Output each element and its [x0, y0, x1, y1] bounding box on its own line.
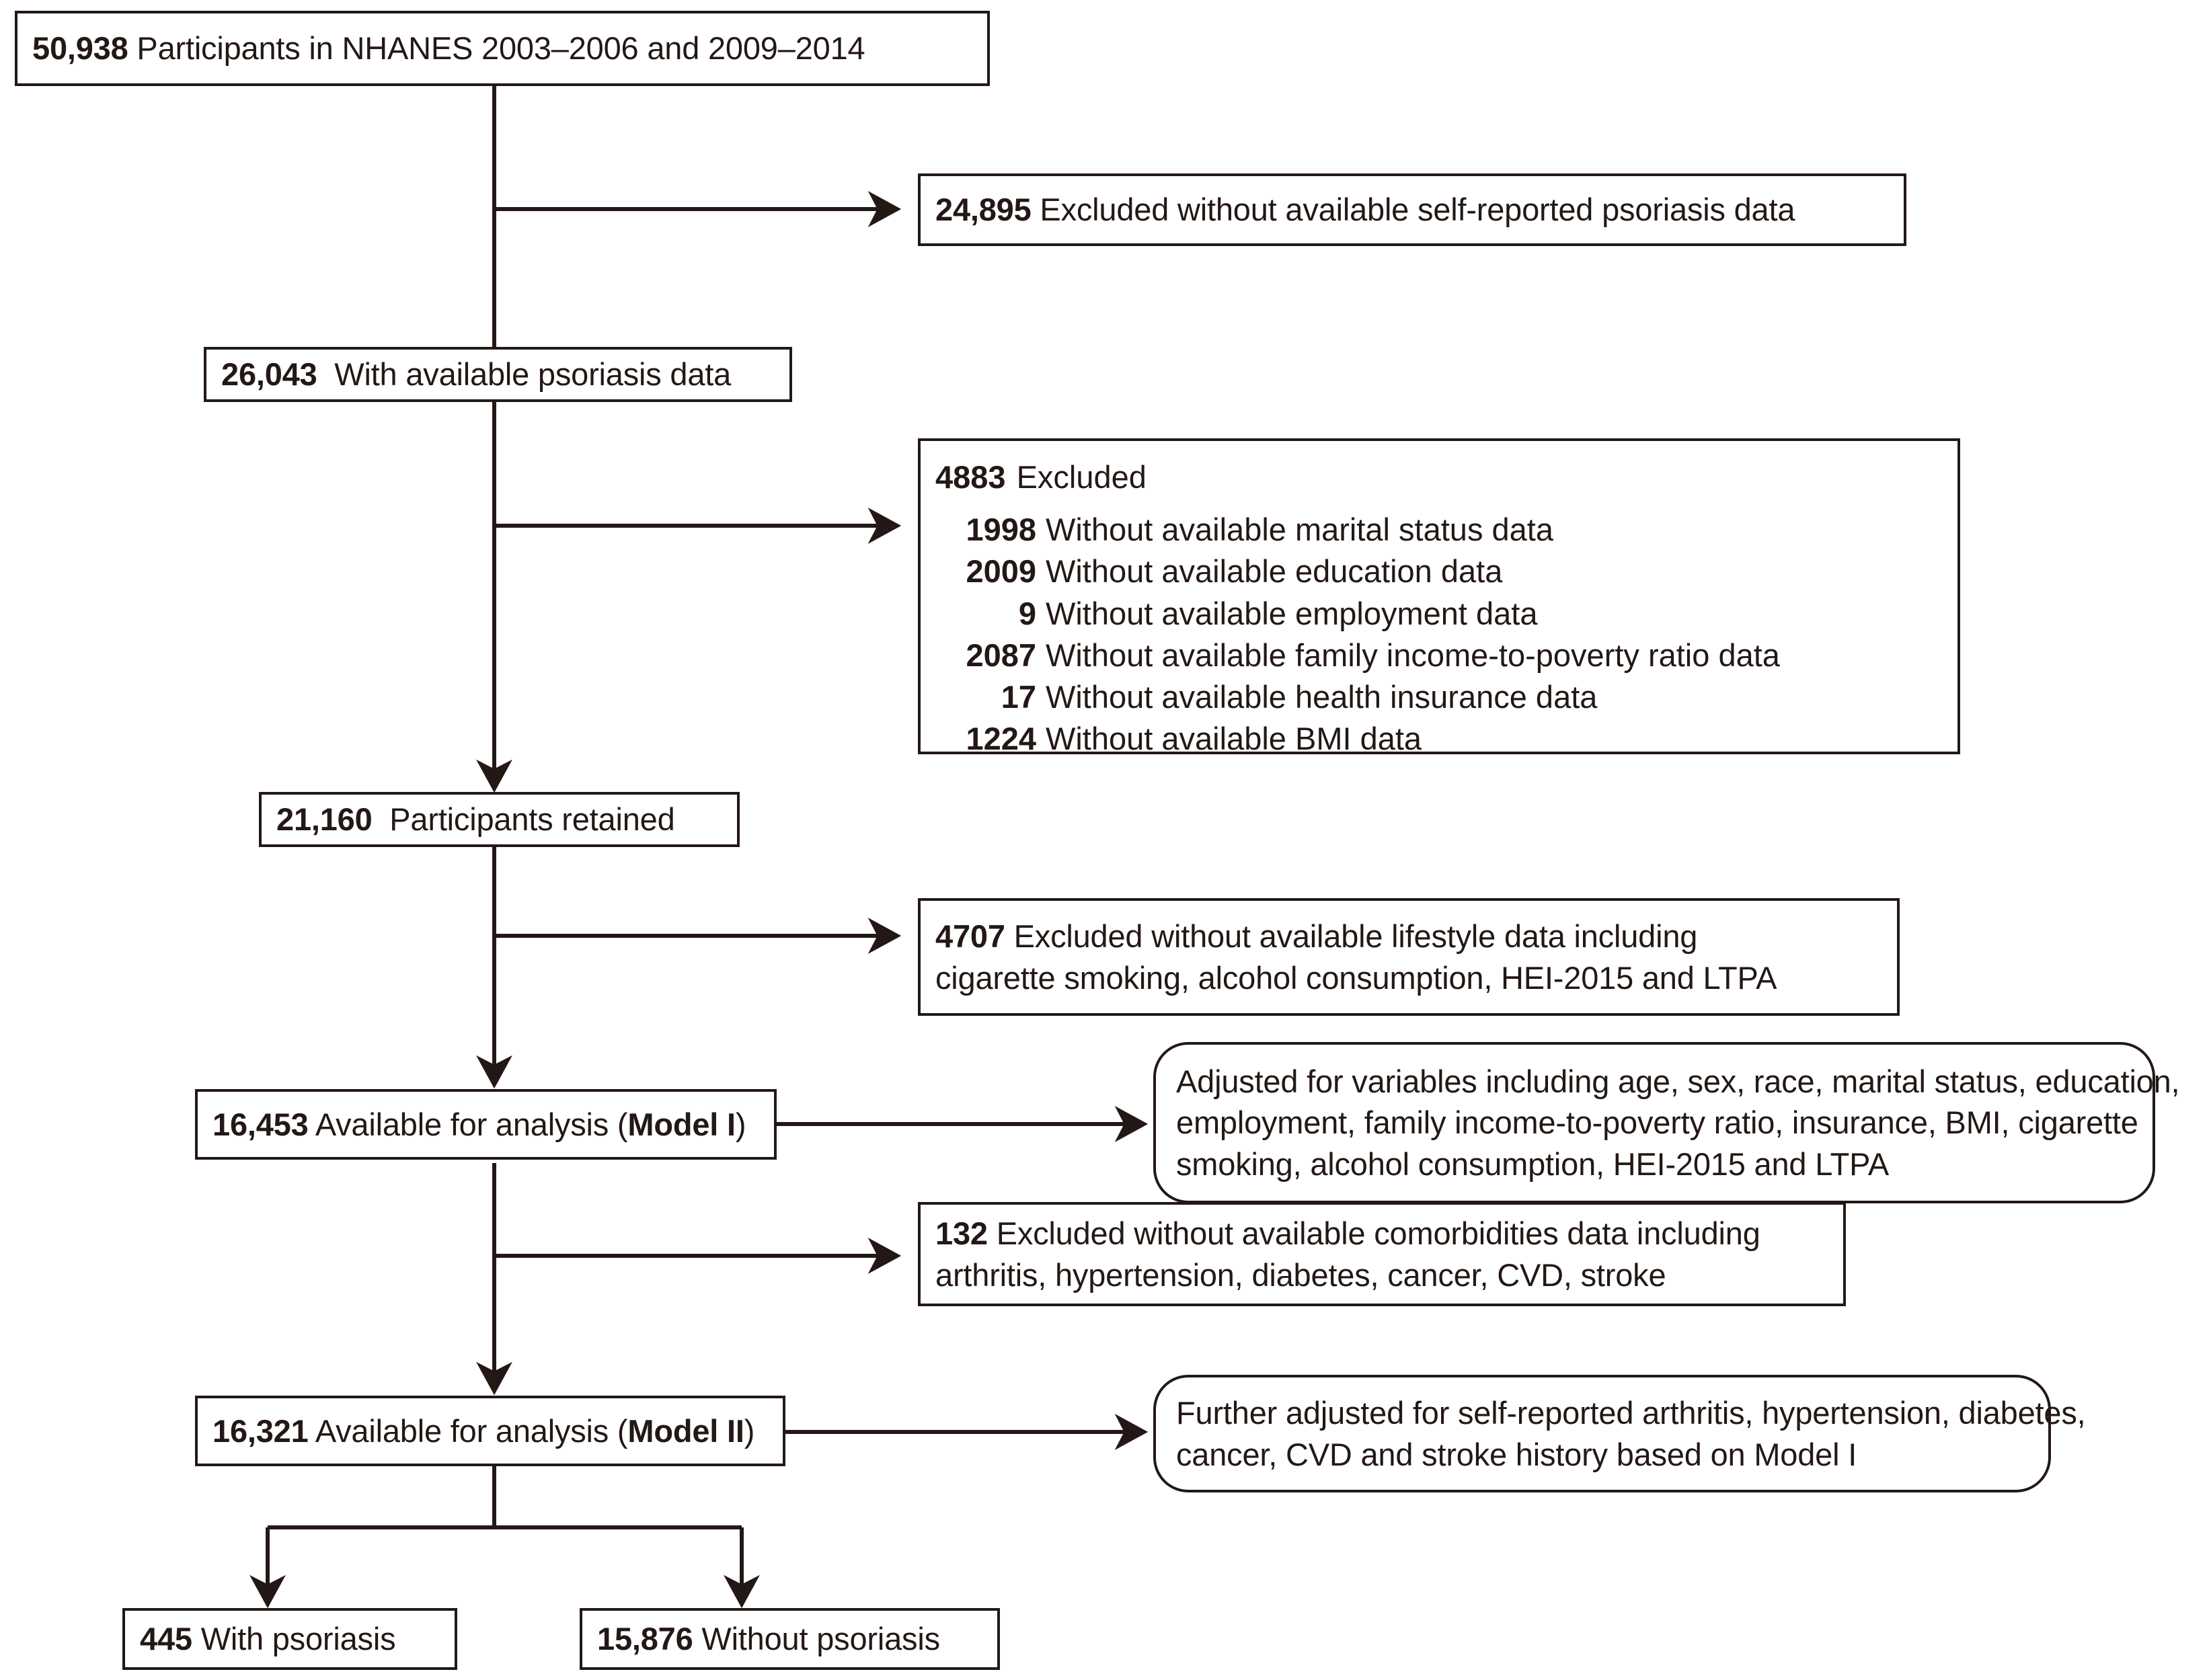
- node-total-participants-label: Participants in NHANES 2003–2006 and 200…: [137, 30, 865, 67]
- list-item-label: Without available employment data: [1046, 595, 1538, 631]
- list-item-number: 2087: [966, 637, 1036, 673]
- node-excluded-covariates-header: 4883 Excluded: [935, 458, 1943, 495]
- node-without-psoriasis-number: 15,876: [597, 1621, 693, 1657]
- node-model-2-adjustments-line1: Further adjusted for self-reported arthr…: [1176, 1395, 2086, 1431]
- node-excluded-comorbidities-line2: arthritis, hypertension, diabetes, cance…: [935, 1256, 1666, 1293]
- node-model-2: 16,321 Available for analysis (Model II): [195, 1396, 785, 1466]
- list-item-label: Without available health insurance data: [1046, 679, 1598, 715]
- list-item-label: Without available BMI data: [1046, 721, 1422, 757]
- node-excluded-lifestyle-label: Excluded without available lifestyle dat…: [1013, 918, 1698, 955]
- node-model-2-model-label: Model II: [627, 1412, 744, 1449]
- node-with-psoriasis-label: With psoriasis: [200, 1621, 396, 1657]
- node-total-participants-text: 50,938 Participants in NHANES 2003–2006 …: [32, 28, 972, 69]
- node-with-psoriasis: 445 With psoriasis: [122, 1608, 457, 1670]
- node-with-psoriasis-text: 445 With psoriasis: [140, 1618, 440, 1659]
- node-excluded-psoriasis-text: 24,895 Excluded without available self-r…: [935, 189, 1889, 230]
- node-model-2-text: 16,321 Available for analysis (Model II): [212, 1410, 768, 1451]
- node-model-1-adjustments-line3: smoking, alcohol consumption, HEI-2015 a…: [1176, 1146, 1889, 1182]
- node-with-psoriasis-data-number: 26,043: [221, 356, 317, 393]
- node-with-psoriasis-data-text: 26,043 With available psoriasis data: [221, 354, 775, 395]
- node-excluded-covariates-list: 1998 Without available marital status da…: [935, 509, 1943, 760]
- list-item: 2087 Without available family income-to-…: [935, 635, 1943, 676]
- node-model-1-label: Available for analysis (: [315, 1106, 628, 1142]
- node-participants-retained: 21,160 Participants retained: [259, 792, 740, 847]
- node-excluded-covariates-number: 4883: [935, 459, 1006, 495]
- list-item-label: Without available education data: [1046, 553, 1503, 590]
- node-model-1: 16,453 Available for analysis (Model I): [195, 1089, 777, 1160]
- node-model-1-number: 16,453: [212, 1106, 309, 1142]
- list-item: 2009 Without available education data: [935, 551, 1943, 592]
- node-excluded-comorbidities-line1: 132 Excluded without available comorbidi…: [935, 1213, 1828, 1254]
- list-item: 9 Without available employment data: [935, 593, 1943, 635]
- node-excluded-comorbidities: 132 Excluded without available comorbidi…: [918, 1202, 1846, 1306]
- node-excluded-covariates-label: Excluded: [1016, 459, 1147, 495]
- node-model-2-adjustments: Further adjusted for self-reported arthr…: [1153, 1375, 2086, 1492]
- node-with-psoriasis-data: 26,043 With available psoriasis data: [204, 347, 792, 402]
- node-excluded-lifestyle: 4707 Excluded without available lifestyl…: [918, 898, 1900, 1016]
- node-with-psoriasis-number: 445: [140, 1621, 192, 1657]
- list-item-number: 2009: [966, 553, 1036, 590]
- node-without-psoriasis: 15,876 Without psoriasis: [580, 1608, 1000, 1670]
- node-excluded-lifestyle-number: 4707: [935, 918, 1005, 955]
- list-item: 17 Without available health insurance da…: [935, 676, 1943, 718]
- node-excluded-covariates: 4883 Excluded 1998 Without available mar…: [918, 438, 1960, 756]
- node-model-1-paren: ): [735, 1106, 746, 1142]
- node-with-psoriasis-data-label: With available psoriasis data: [334, 356, 732, 393]
- node-excluded-psoriasis-label: Excluded without available self-reported…: [1040, 192, 1795, 228]
- list-item: 1998 Without available marital status da…: [935, 509, 1943, 551]
- node-model-1-model-label: Model I: [627, 1106, 736, 1142]
- node-participants-retained-number: 21,160: [276, 801, 373, 838]
- node-model-2-adjustments-line2: cancer, CVD and stroke history based on …: [1176, 1436, 1857, 1472]
- node-model-2-paren: ): [744, 1412, 755, 1449]
- node-without-psoriasis-label: Without psoriasis: [701, 1621, 940, 1657]
- list-item-number: 1998: [966, 512, 1036, 547]
- node-excluded-psoriasis-number: 24,895: [935, 192, 1032, 228]
- node-total-participants-number: 50,938: [32, 30, 128, 67]
- node-model-1-text: 16,453 Available for analysis (Model I): [212, 1104, 759, 1145]
- list-item-label: Without available marital status data: [1046, 512, 1553, 547]
- node-model-1-adjustments-line1: Adjusted for variables including age, se…: [1176, 1064, 2180, 1100]
- node-total-participants: 50,938 Participants in NHANES 2003–2006 …: [15, 11, 990, 86]
- list-item-number: 9: [1018, 595, 1036, 631]
- list-item-number: 17: [1001, 679, 1036, 715]
- node-model-2-label: Available for analysis (: [315, 1412, 628, 1449]
- node-model-1-adjustments: Adjusted for variables including age, se…: [1153, 1042, 2180, 1203]
- node-participants-retained-label: Participants retained: [389, 801, 675, 838]
- node-model-1-adjustments-line2: employment, family income-to-poverty rat…: [1176, 1105, 2138, 1141]
- node-excluded-psoriasis: 24,895 Excluded without available self-r…: [918, 173, 1906, 246]
- node-excluded-comorbidities-label: Excluded without available comorbidities…: [996, 1215, 1760, 1252]
- node-participants-retained-text: 21,160 Participants retained: [276, 799, 722, 840]
- list-item-label: Without available family income-to-pover…: [1046, 637, 1780, 673]
- node-excluded-comorbidities-number: 132: [935, 1215, 988, 1252]
- node-excluded-lifestyle-line1: 4707 Excluded without available lifestyl…: [935, 916, 1882, 957]
- node-model-2-number: 16,321: [212, 1412, 309, 1449]
- list-item: 1224 Without available BMI data: [935, 718, 1943, 760]
- node-excluded-lifestyle-line2: cigarette smoking, alcohol consumption, …: [935, 959, 1777, 996]
- node-without-psoriasis-text: 15,876 Without psoriasis: [597, 1618, 982, 1659]
- list-item-number: 1224: [966, 721, 1036, 757]
